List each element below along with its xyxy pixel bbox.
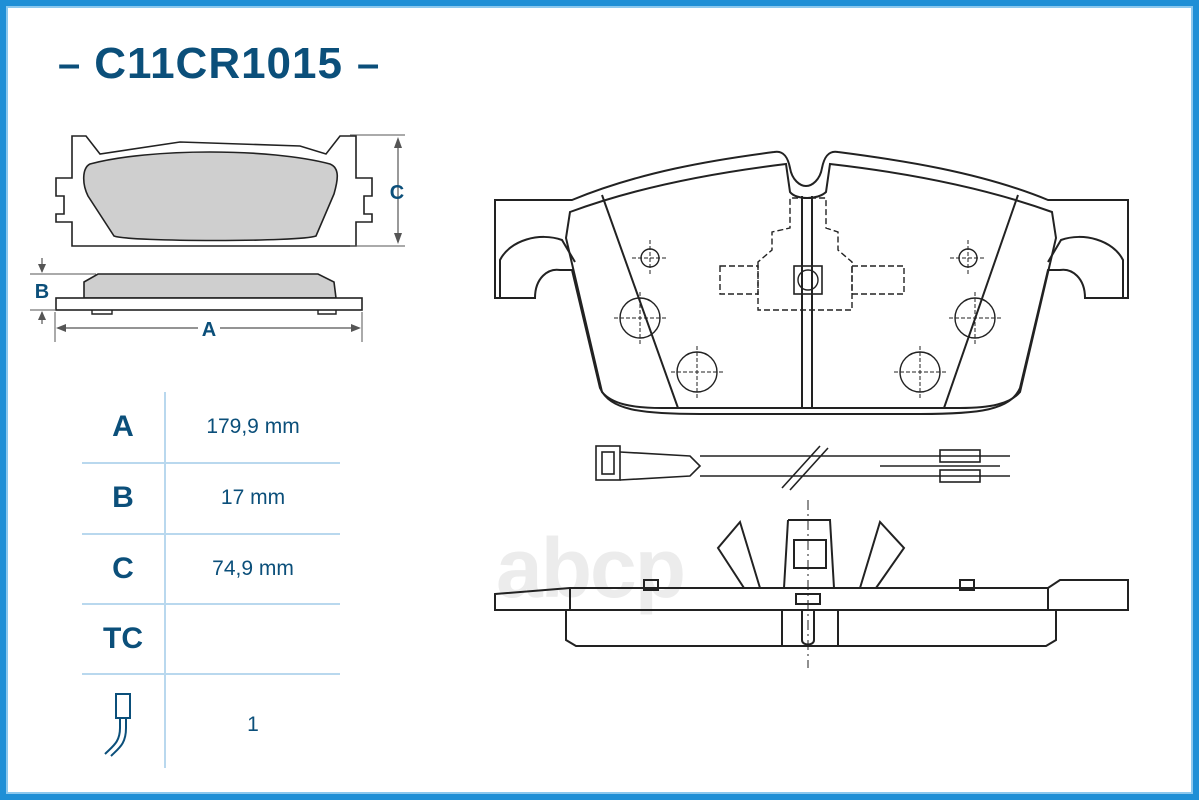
inner-frame — [6, 6, 1193, 794]
sensor-terminal — [939, 469, 981, 483]
backing-plate-outline — [494, 150, 1129, 415]
wear-sensor-icon — [104, 693, 131, 757]
dimension-b-label: B — [35, 281, 49, 303]
spec-row-sensor: 1 — [82, 682, 340, 768]
product-title: – C11CR1015 – — [44, 36, 393, 92]
dimension-b-arrow-top — [38, 264, 46, 273]
sensor-socket — [793, 265, 823, 295]
dimension-c-arrow-bottom — [394, 233, 402, 244]
clip-pin — [959, 579, 975, 591]
spring-clip-hidden-outline — [757, 197, 853, 311]
dimension-a-label: A — [202, 319, 216, 341]
dimension-a-arrow-left — [56, 324, 66, 332]
title-dash-right: – — [356, 41, 380, 86]
spec-row-separator — [82, 462, 340, 464]
spec-row-tc: TC — [82, 604, 340, 674]
sensor-connector — [595, 445, 621, 481]
title-dash-left: – — [58, 41, 81, 86]
spec-value: 179,9 mm — [206, 415, 300, 438]
spec-key — [82, 682, 164, 768]
spec-key: B — [112, 481, 134, 514]
clip-tab-right — [851, 265, 905, 295]
right-ear-hook — [1047, 235, 1124, 298]
dimension-b-arrow-bottom — [38, 311, 46, 320]
spec-table: A 179,9 mm B 17 mm C 74,9 mm TC 1 — [82, 392, 340, 768]
clip-pin — [643, 579, 659, 591]
spring-clip-arm-right — [859, 520, 906, 589]
product-code: C11CR1015 — [94, 39, 343, 88]
friction-material-front — [82, 151, 339, 242]
dimension-c-arrow-top — [394, 137, 402, 148]
watermark: abcp — [496, 521, 686, 615]
spec-row-separator — [82, 673, 340, 675]
spec-row-b: B 17 mm — [82, 463, 340, 533]
dimension-c-label: C — [390, 182, 404, 204]
backing-plate-side — [55, 297, 363, 311]
pad-dimension-drawing: C B A — [30, 134, 405, 342]
slot-line-right — [943, 194, 1019, 409]
dimension-a-arrow-right — [351, 324, 361, 332]
sensor-socket-ring — [797, 269, 819, 291]
spec-key: TC — [103, 622, 143, 655]
cable-break-mark — [781, 445, 821, 489]
clip-tab-left — [719, 265, 759, 295]
spring-clip-body — [783, 519, 835, 589]
spec-table-divider — [164, 392, 166, 768]
sensor-connector-inner — [601, 451, 615, 475]
spec-row-separator — [82, 603, 340, 605]
spec-row-separator — [82, 533, 340, 535]
left-ear-hook — [499, 235, 576, 298]
friction-material-section — [565, 610, 1057, 647]
cable-break-mark — [789, 447, 829, 491]
spec-row-c: C 74,9 mm — [82, 534, 340, 604]
spec-key: A — [112, 410, 134, 443]
spring-clip-arm-left — [716, 519, 761, 589]
backing-plate-tabs — [91, 310, 337, 315]
spec-value: 74,9 mm — [212, 557, 294, 580]
spring-clip-inner — [793, 539, 827, 569]
sensor-cable — [619, 451, 870, 481]
friction-pad-outline — [564, 162, 1058, 409]
backing-plate-section — [494, 579, 1129, 611]
spec-key: C — [112, 552, 134, 585]
spec-value: 17 mm — [220, 486, 286, 509]
dimension-a-label-bg — [198, 316, 220, 340]
spec-value: 1 — [247, 713, 259, 736]
sensor-terminal — [939, 449, 981, 463]
spec-row-a: A 179,9 mm — [82, 392, 340, 462]
